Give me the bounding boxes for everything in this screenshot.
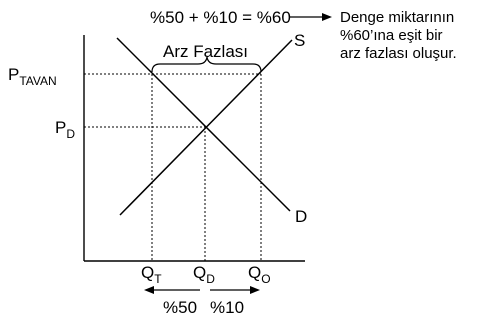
left-percent-label: %50 [163, 298, 197, 317]
surplus-brace [151, 56, 262, 73]
note-line-1: Denge miktarının [340, 9, 454, 26]
qd-label: QD [193, 263, 215, 286]
top-equation: %50 + %10 = %60 [150, 8, 291, 27]
surplus-label: Arz Fazlası [163, 42, 248, 61]
ceiling-price-label: PTAVAN [8, 65, 57, 88]
shortfall-arrowhead [144, 286, 154, 294]
note-line-2: %60’ına eşit bir [340, 27, 443, 44]
equilibrium-price-label: PD [55, 118, 75, 141]
demand-curve [116, 37, 291, 212]
excess-arrowhead [250, 286, 260, 294]
qt-label: QT [141, 263, 162, 286]
right-percent-label: %10 [210, 298, 244, 317]
supply-curve-label: S [294, 31, 305, 50]
qo-label: QO [248, 263, 271, 286]
equation-arrowhead [322, 13, 332, 21]
note-line-3: arz fazlası oluşur. [340, 45, 457, 62]
demand-curve-label: D [295, 207, 307, 226]
